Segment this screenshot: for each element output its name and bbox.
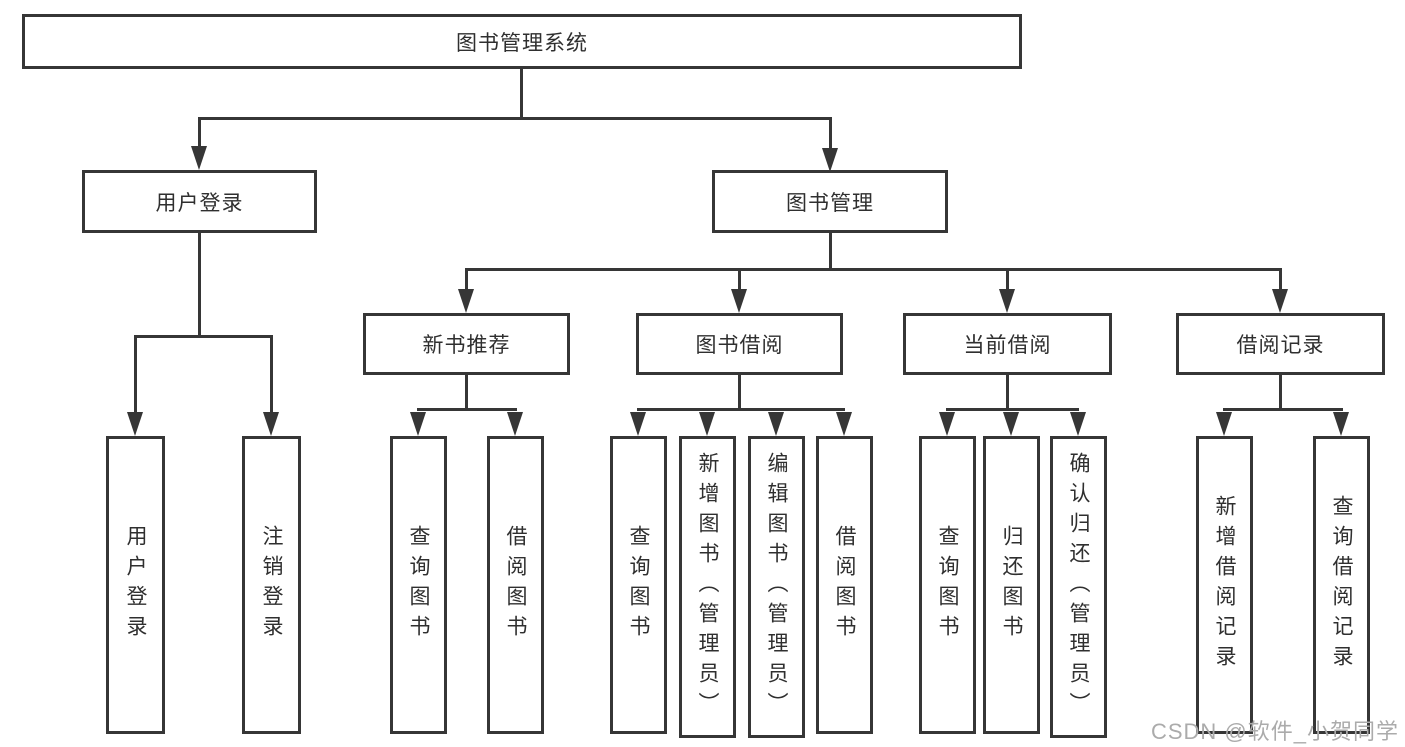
arrow-down-icon	[731, 289, 747, 313]
arrow-down-icon	[768, 412, 784, 436]
leaf-edit-book-admin: 编辑图书（管理员）	[748, 436, 805, 738]
node-user-login: 用户登录	[82, 170, 317, 233]
connector-line	[198, 233, 201, 337]
connector-line	[270, 335, 273, 412]
watermark-text: CSDN @软件_小贺同学	[1150, 719, 1399, 744]
connector-line	[1223, 408, 1343, 411]
connector-line	[520, 69, 523, 118]
connector-line	[465, 375, 468, 411]
node-book-management-label: 图书管理	[786, 191, 874, 215]
leaf-add-borrow-record-label: 新增借阅记录	[1213, 495, 1236, 675]
connector-line	[417, 408, 517, 411]
leaf-query-books-recommend: 查询图书	[390, 436, 447, 734]
node-book-management: 图书管理	[712, 170, 948, 233]
arrow-down-icon	[630, 412, 646, 436]
arrow-down-icon	[458, 289, 474, 313]
arrow-down-icon	[1216, 412, 1232, 436]
node-library-system: 图书管理系统	[22, 14, 1022, 69]
node-new-book-recommend-label: 新书推荐	[422, 334, 511, 357]
arrow-down-icon	[1333, 412, 1349, 436]
leaf-user-login-label: 用户登录	[124, 525, 147, 645]
node-new-book-recommend: 新书推荐	[363, 313, 570, 375]
arrow-down-icon	[822, 148, 838, 172]
connector-line	[134, 335, 137, 412]
leaf-add-borrow-record: 新增借阅记录	[1196, 436, 1253, 734]
connector-line	[829, 117, 832, 150]
connector-line	[829, 233, 832, 270]
leaf-borrow-books-recommend-label: 借阅图书	[504, 525, 527, 645]
connector-line	[637, 408, 845, 411]
node-user-login-label: 用户登录	[155, 191, 244, 215]
leaf-add-book-admin: 新增图书（管理员）	[679, 436, 736, 738]
connector-line	[738, 268, 741, 292]
connector-line	[465, 268, 1282, 271]
connector-line	[198, 117, 201, 148]
arrow-down-icon	[127, 412, 143, 436]
node-book-borrowing: 图书借阅	[636, 313, 843, 375]
connector-line	[198, 117, 832, 120]
leaf-logout: 注销登录	[242, 436, 301, 734]
leaf-return-books: 归还图书	[983, 436, 1040, 734]
node-book-borrowing-label: 图书借阅	[695, 334, 784, 357]
leaf-query-borrow-record: 查询借阅记录	[1313, 436, 1370, 734]
arrow-down-icon	[507, 412, 523, 436]
leaf-borrow-books-recommend: 借阅图书	[487, 436, 544, 734]
leaf-user-login: 用户登录	[106, 436, 165, 734]
connector-line	[1006, 375, 1009, 411]
arrow-down-icon	[191, 146, 207, 170]
node-borrow-records-label: 借阅记录	[1236, 334, 1325, 357]
arrow-down-icon	[1003, 412, 1019, 436]
node-library-system-label: 图书管理系统	[456, 31, 588, 55]
arrow-down-icon	[410, 412, 426, 436]
arrow-down-icon	[999, 289, 1015, 313]
connector-line	[134, 335, 273, 338]
leaf-return-books-label: 归还图书	[1000, 525, 1023, 645]
arrow-down-icon	[263, 412, 279, 436]
node-current-borrowing-label: 当前借阅	[963, 334, 1052, 357]
leaf-add-book-admin-label: 新增图书（管理员）	[696, 452, 719, 722]
arrow-down-icon	[1272, 289, 1288, 313]
arrow-down-icon	[699, 412, 715, 436]
leaf-query-books-recommend-label: 查询图书	[407, 525, 430, 645]
arrow-down-icon	[836, 412, 852, 436]
leaf-borrow-books-borrowing: 借阅图书	[816, 436, 873, 734]
connector-line	[1006, 268, 1009, 292]
arrow-down-icon	[939, 412, 955, 436]
leaf-query-books-current-label: 查询图书	[936, 525, 959, 645]
connector-line	[1279, 268, 1282, 292]
arrow-down-icon	[1070, 412, 1086, 436]
leaf-query-books-borrowing-label: 查询图书	[627, 525, 650, 645]
leaf-query-books-borrowing: 查询图书	[610, 436, 667, 734]
leaf-edit-book-admin-label: 编辑图书（管理员）	[765, 452, 788, 722]
connector-line	[738, 375, 741, 411]
leaf-confirm-return-admin-label: 确认归还（管理员）	[1067, 452, 1090, 722]
leaf-confirm-return-admin: 确认归还（管理员）	[1050, 436, 1107, 738]
connector-line	[1279, 375, 1282, 411]
connector-line	[465, 268, 468, 292]
node-borrow-records: 借阅记录	[1176, 313, 1385, 375]
leaf-logout-label: 注销登录	[260, 525, 283, 645]
node-current-borrowing: 当前借阅	[903, 313, 1112, 375]
leaf-borrow-books-borrowing-label: 借阅图书	[833, 525, 856, 645]
leaf-query-borrow-record-label: 查询借阅记录	[1330, 495, 1353, 675]
leaf-query-books-current: 查询图书	[919, 436, 976, 734]
connector-line	[946, 408, 1079, 411]
